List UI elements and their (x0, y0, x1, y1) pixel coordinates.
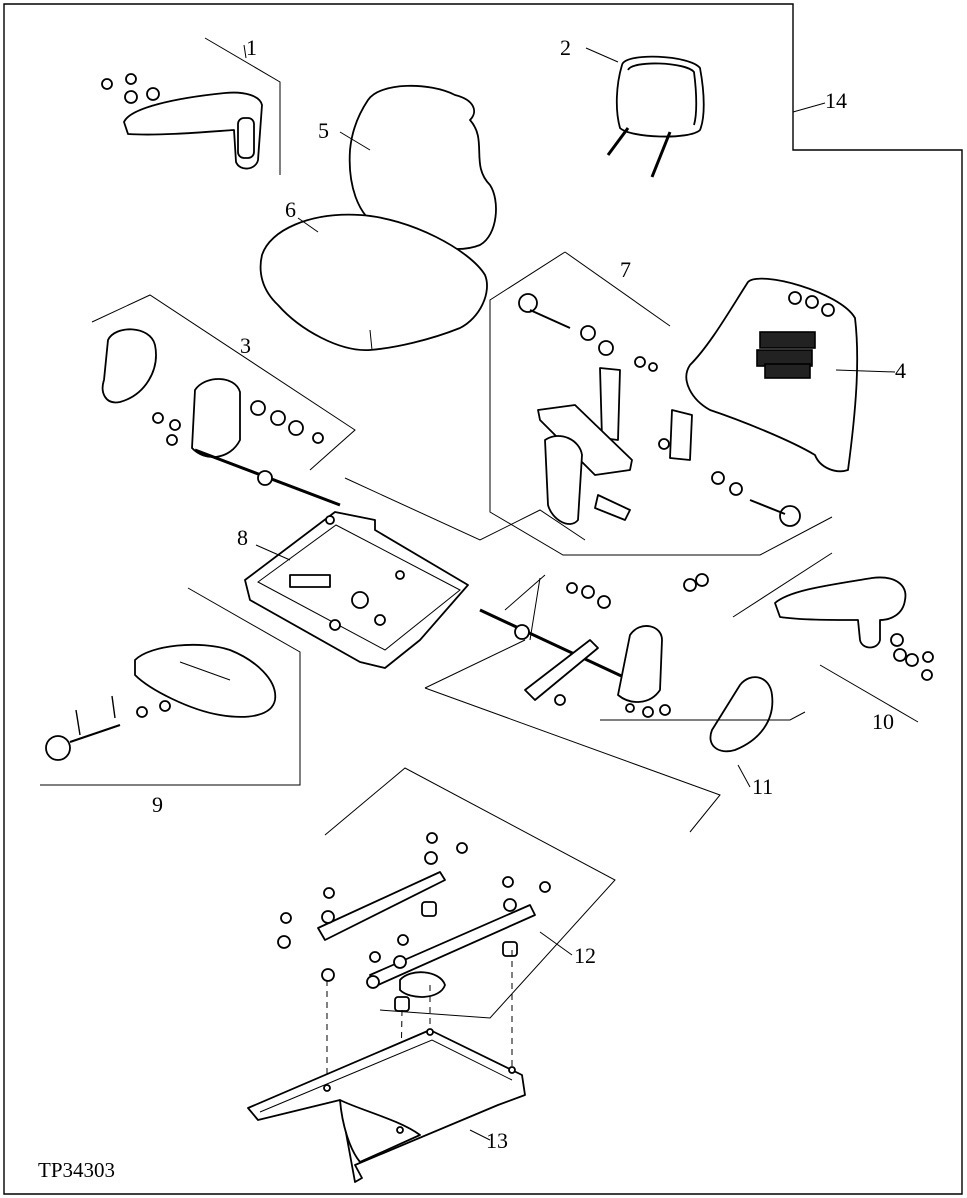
seat-cushion (259, 213, 488, 351)
armrest-left-group (101, 37, 281, 175)
callout-5: 5 (318, 118, 329, 143)
figure-id: TP34303 (38, 1158, 115, 1182)
lumbar-pad-right (709, 676, 774, 753)
callout-12: 12 (574, 943, 596, 968)
seat-pan (244, 511, 469, 669)
callout-8: 8 (237, 525, 248, 550)
slide-rail-assembly (277, 832, 551, 1012)
back-frame-hardware-left (518, 293, 801, 527)
callout-4: 4 (895, 358, 906, 383)
lumbar-knob-assembly (45, 643, 276, 761)
callout-10: 10 (872, 709, 894, 734)
callout-11: 11 (752, 774, 773, 799)
rail-group-outline (324, 767, 616, 1019)
headrest-group (606, 55, 705, 178)
back-frame-group-outline (564, 251, 671, 327)
lumbar-support (101, 328, 341, 507)
back-frame (685, 277, 859, 473)
callout-7: 7 (620, 257, 631, 282)
callout-2: 2 (560, 35, 571, 60)
callout-1: 1 (246, 35, 257, 60)
side-group-outline (91, 294, 356, 471)
callout-3: 3 (240, 333, 251, 358)
seat-back-cushion (348, 84, 497, 250)
slide-hardware-right (479, 573, 709, 718)
callout-14: 14 (825, 88, 847, 113)
callout-6: 6 (285, 197, 296, 222)
callout-13: 13 (486, 1128, 508, 1153)
knob-group-outline (40, 587, 301, 786)
armrest-right-group (732, 552, 934, 723)
callout-9: 9 (152, 792, 163, 817)
mounting-plate (247, 1029, 526, 1183)
outer-boundary (3, 3, 963, 1195)
